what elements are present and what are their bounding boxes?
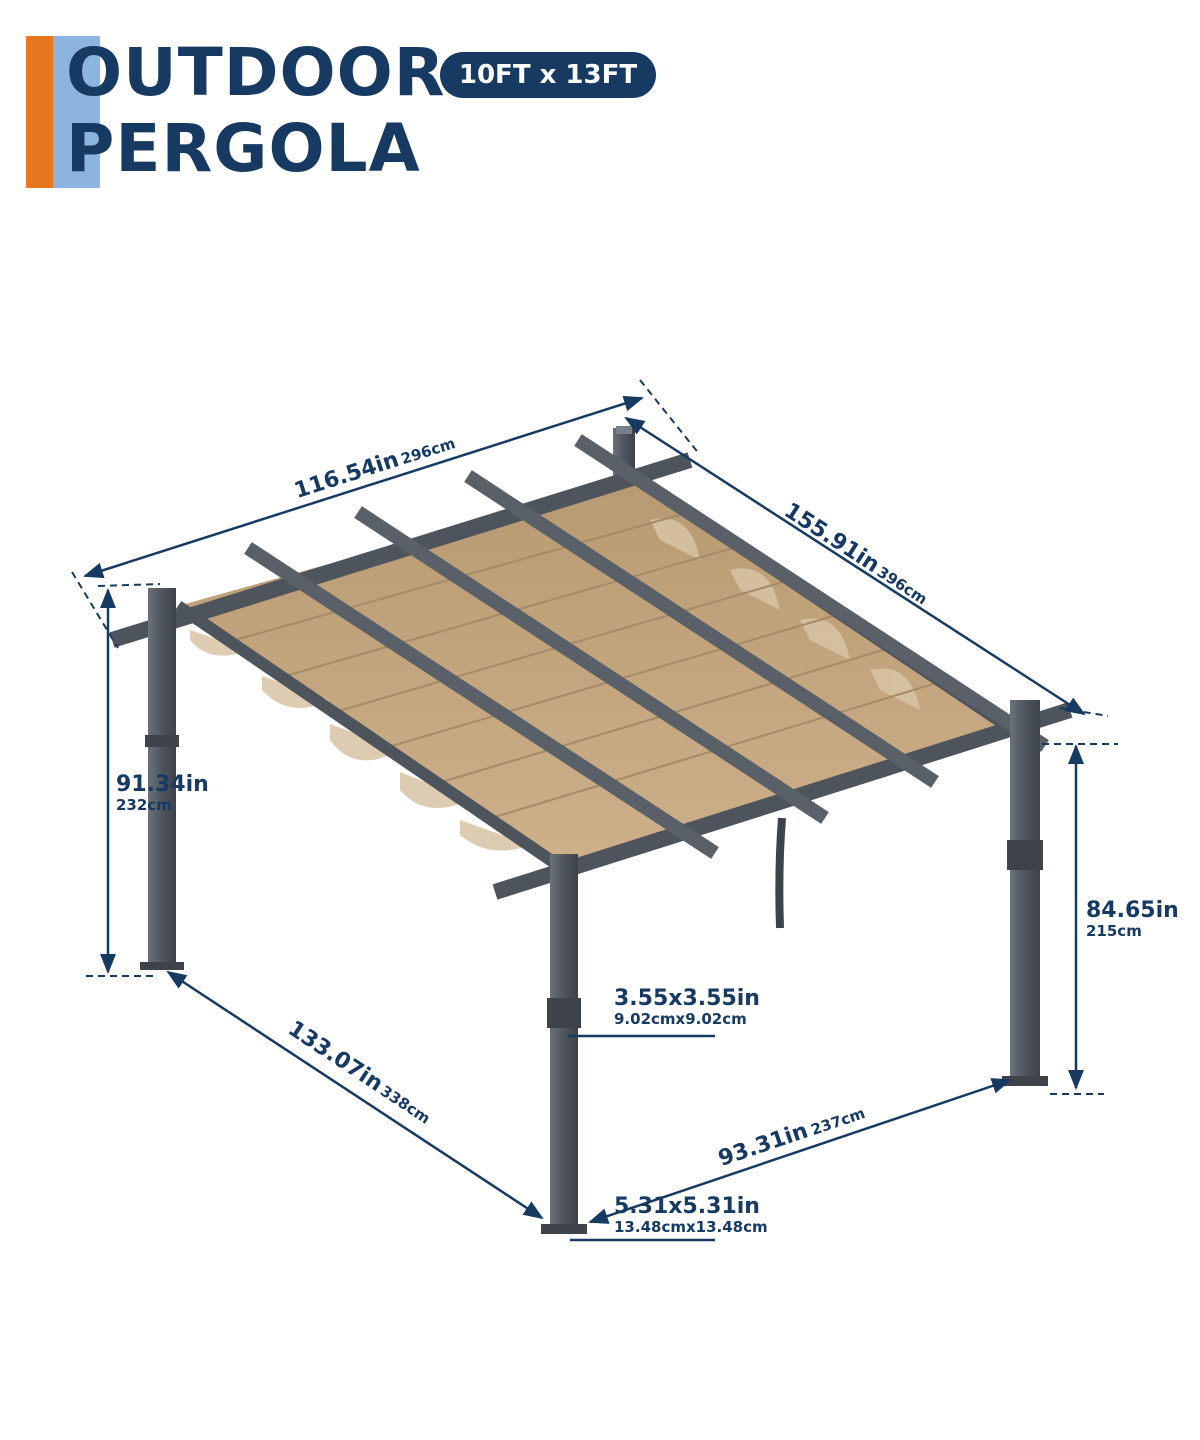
right-height-label: 84.65in 215cm xyxy=(1086,900,1179,939)
foot-size-label: 5.31x5.31in 13.48cmx13.48cm xyxy=(614,1196,768,1235)
size-badge: 10FT x 13FT xyxy=(440,52,656,98)
front-left-post xyxy=(140,588,184,970)
dim-top-length-line xyxy=(624,416,1086,716)
dim-top-width-line xyxy=(83,395,644,579)
blue-accent-bar xyxy=(53,36,100,188)
post-size-in: 3.55x3.55in xyxy=(614,986,760,1011)
title-line-2: PERGOLA xyxy=(66,110,421,187)
foot-size-cm: 13.48cmx13.48cm xyxy=(614,1218,768,1236)
extension-lines xyxy=(71,379,1118,1095)
orange-accent-bar xyxy=(26,36,53,188)
dim-base-width-line xyxy=(588,1078,1012,1224)
post-size-label: 3.55x3.55in 9.02cmx9.02cm xyxy=(614,988,760,1027)
right-height-in: 84.65in xyxy=(1086,898,1179,923)
post-size-cm: 9.02cmx9.02cm xyxy=(614,1010,747,1028)
title-line-1: OUTDOOR xyxy=(66,34,446,111)
left-height-cm: 232cm xyxy=(116,796,172,814)
front-right-post xyxy=(1002,700,1048,1086)
foot-size-in: 5.31x5.31in xyxy=(614,1194,760,1219)
dim-base-length-line xyxy=(166,970,544,1220)
left-height-label: 91.34in 232cm xyxy=(116,774,209,813)
front-center-post xyxy=(541,854,587,1234)
left-height-in: 91.34in xyxy=(116,772,209,797)
dimension-lines xyxy=(83,395,1086,1242)
right-height-cm: 215cm xyxy=(1086,922,1142,940)
hanging-strap xyxy=(775,817,786,929)
